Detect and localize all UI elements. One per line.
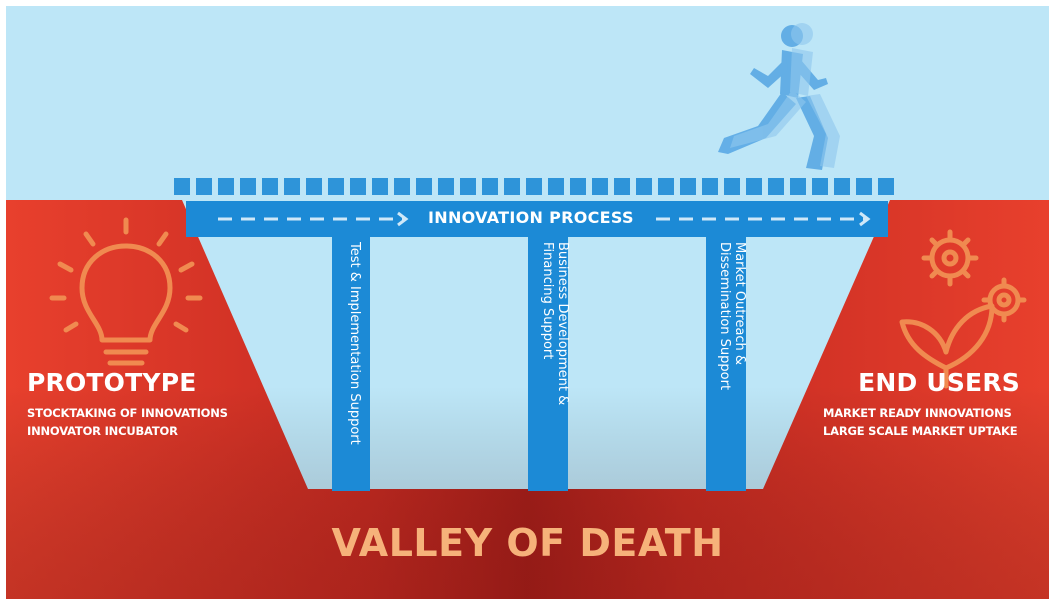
valley-of-death-title: VALLEY OF DEATH — [331, 521, 724, 565]
pillar-2-line-1: Business Development & — [555, 242, 570, 406]
pillar-3-line-2: Dissemination Support — [717, 242, 732, 391]
end-users-description: MARKET READY INNOVATIONS LARGE SCALE MAR… — [823, 404, 1018, 440]
gears-plant-icon — [899, 229, 1027, 389]
bridge-planks — [174, 178, 894, 195]
pillar-3 — [706, 232, 746, 491]
innovation-process-label: INNOVATION PROCESS — [428, 208, 634, 227]
pillar-1-line-1: Test & Implementation Support — [347, 242, 362, 445]
end-users-line-1: MARKET READY INNOVATIONS — [823, 406, 1012, 420]
process-arrow-left — [218, 211, 409, 227]
pillar-3-label: Market Outreach & Dissemination Support — [717, 242, 747, 390]
runner-ghost-icon — [730, 23, 840, 168]
valley-of-death-diagram — [6, 6, 1049, 599]
land-shadow — [6, 386, 1049, 599]
prototype-title: PROTOTYPE — [27, 368, 197, 397]
pillar-2-line-2: Financing Support — [540, 242, 555, 360]
pillar-3-line-1: Market Outreach & — [732, 242, 747, 366]
process-arrow-right — [656, 211, 871, 227]
pillar-1-label: Test & Implementation Support — [347, 242, 362, 445]
prototype-line-2: INNOVATOR INCUBATOR — [27, 424, 178, 438]
lightbulb-icon — [49, 217, 203, 366]
prototype-description: STOCKTAKING OF INNOVATIONS INNOVATOR INC… — [27, 404, 228, 440]
diagram-canvas: INNOVATION PROCESS Test & Implementation… — [6, 6, 1049, 599]
pillar-2 — [528, 232, 568, 491]
pillar-2-label: Business Development & Financing Support — [540, 242, 570, 405]
pillar-1 — [332, 232, 370, 491]
end-users-title: END USERS — [858, 368, 1020, 397]
end-users-line-2: LARGE SCALE MARKET UPTAKE — [823, 424, 1018, 438]
prototype-line-1: STOCKTAKING OF INNOVATIONS — [27, 406, 228, 420]
